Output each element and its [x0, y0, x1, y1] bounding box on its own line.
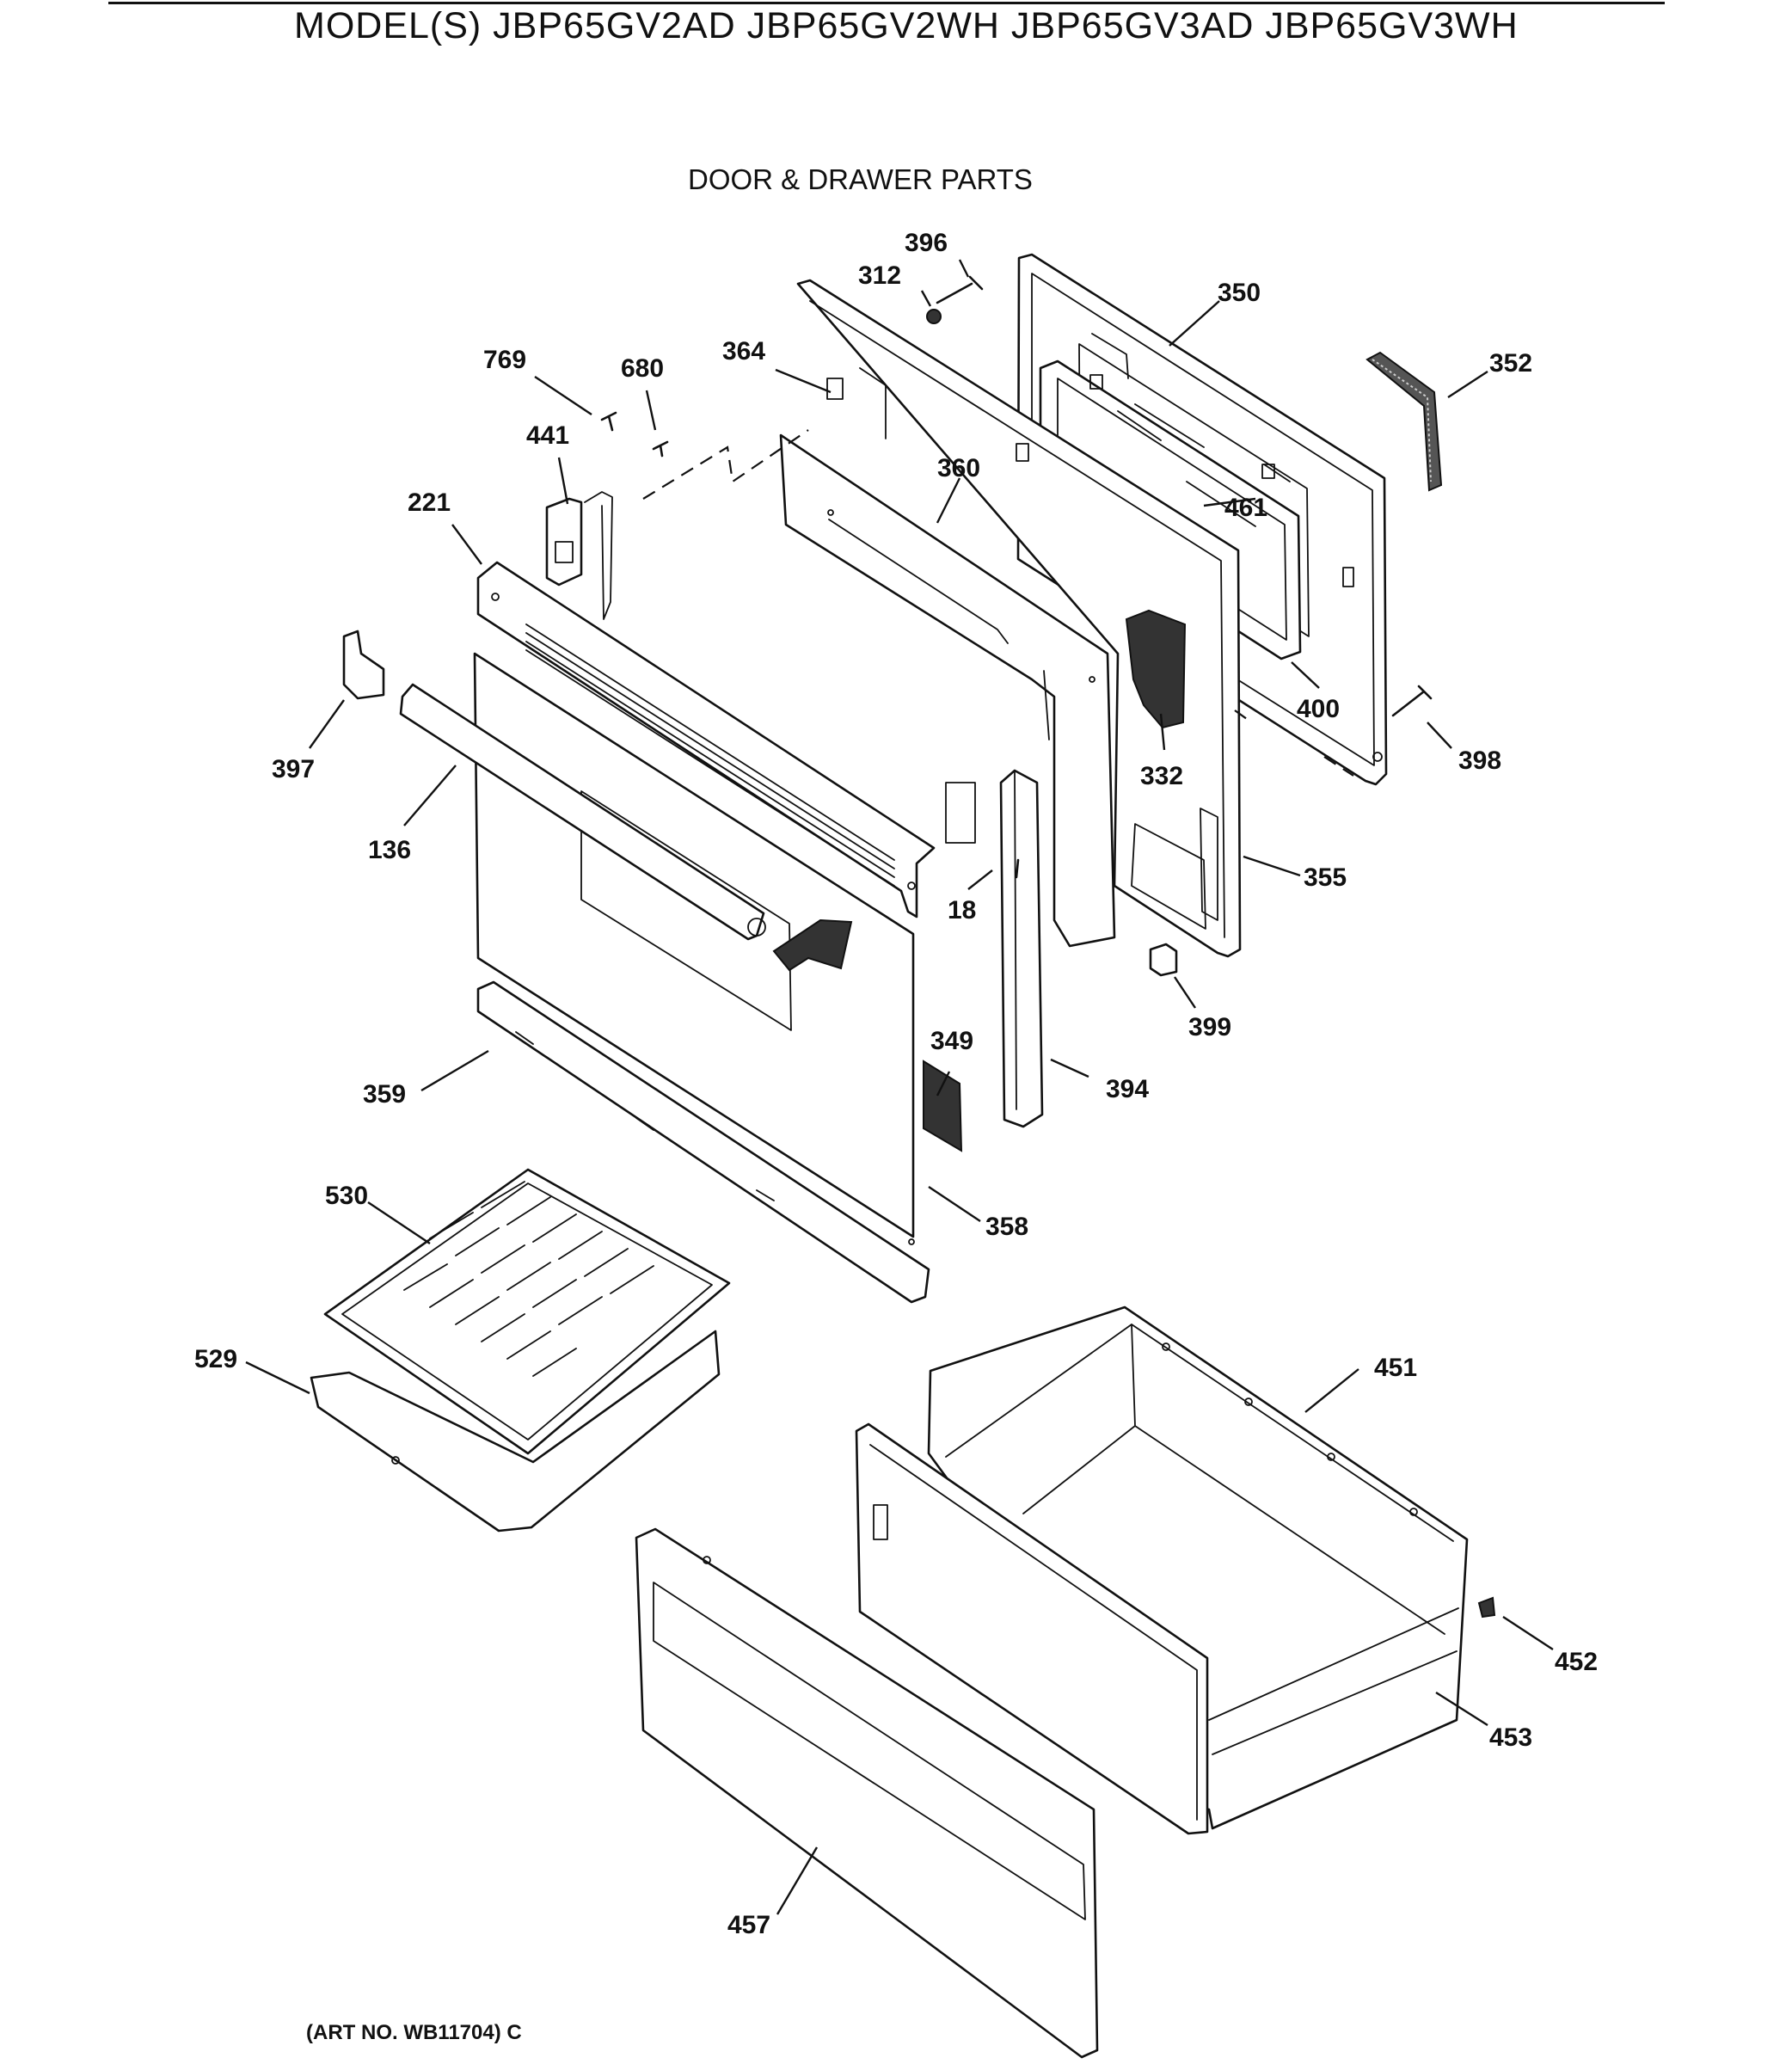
screws — [600, 275, 1496, 1692]
callout-350: 350 — [1218, 279, 1261, 307]
callout-358: 358 — [985, 1213, 1028, 1241]
callout-680: 680 — [621, 354, 664, 383]
assembly-dash-lines — [642, 429, 1354, 777]
insulation-349 — [923, 1060, 963, 1152]
leader-lines — [245, 259, 1554, 1915]
side-trim-394 — [945, 769, 1044, 1128]
section-title: DOOR & DRAWER PARTS — [688, 163, 1033, 195]
art-number: (ART NO. WB11704) C — [306, 2021, 522, 2044]
callout-457: 457 — [727, 1911, 770, 1939]
callout-453: 453 — [1489, 1723, 1532, 1752]
callout-18: 18 — [948, 896, 976, 924]
callout-400: 400 — [1297, 695, 1340, 723]
bracket-397 — [342, 630, 385, 700]
drawer-side-panel — [855, 1422, 1209, 1835]
callout-398: 398 — [1458, 746, 1501, 775]
drawer-front-457 — [635, 1527, 1099, 2059]
callout-530: 530 — [325, 1182, 368, 1210]
callout-397: 397 — [272, 755, 315, 783]
vent-trim-221 — [476, 561, 936, 918]
door-handle-136 — [399, 683, 853, 972]
broiler-grid-530 — [323, 1168, 731, 1455]
callout-352: 352 — [1489, 349, 1532, 378]
callouts: 396 312 350 352 769 680 364 441 360 221 … — [194, 229, 1598, 1939]
callout-355: 355 — [1304, 863, 1347, 892]
callout-441: 441 — [526, 421, 569, 450]
callout-396: 396 — [905, 229, 948, 257]
hinge-bracket-441 — [545, 491, 613, 620]
callout-136: 136 — [368, 836, 411, 864]
callout-394: 394 — [1106, 1075, 1149, 1103]
part-399 — [1149, 943, 1178, 977]
callout-399: 399 — [1188, 1013, 1231, 1041]
models-title: MODEL(S) JBP65GV2AD JBP65GV2WH JBP65GV3A… — [294, 5, 1519, 46]
callout-221: 221 — [408, 488, 451, 517]
callout-349: 349 — [930, 1027, 973, 1055]
callout-332: 332 — [1140, 762, 1183, 790]
bottom-trim-359 — [476, 980, 930, 1304]
callout-452: 452 — [1555, 1648, 1598, 1676]
door-frame-364 — [796, 279, 1242, 958]
callout-451: 451 — [1374, 1354, 1417, 1382]
callout-360: 360 — [937, 454, 980, 482]
callout-364: 364 — [722, 337, 765, 366]
callout-769: 769 — [483, 346, 526, 374]
door-gasket-352 — [1365, 351, 1443, 492]
callout-529: 529 — [194, 1345, 237, 1373]
broiler-pan-529 — [310, 1330, 721, 1533]
callout-461: 461 — [1224, 494, 1267, 522]
callout-312: 312 — [858, 261, 901, 290]
part-332 — [1125, 609, 1187, 729]
top-rule — [108, 2, 1665, 4]
insulation-360 — [779, 433, 1116, 948]
callout-359: 359 — [363, 1080, 406, 1109]
